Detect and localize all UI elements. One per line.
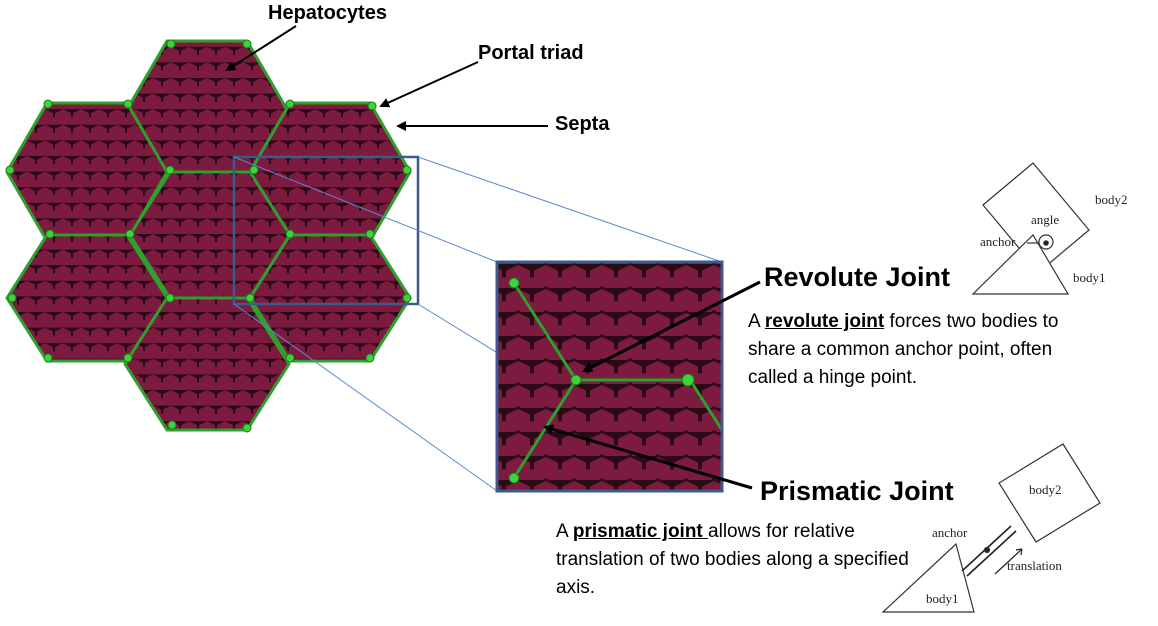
prismatic-body1-label: body1 xyxy=(926,591,959,606)
revolute-body1-label: body1 xyxy=(1073,270,1106,285)
hepatocytes-label: Hepatocytes xyxy=(268,2,387,24)
revolute-joint-description: A revolute joint forces two bodies to sh… xyxy=(748,308,1098,392)
prismatic-joint-title: Prismatic Joint xyxy=(760,476,954,506)
prismatic-desc-rest: allows for relative translation of two b… xyxy=(556,521,909,598)
prismatic-body2-label: body2 xyxy=(1029,482,1062,497)
revolute-body1-triangle xyxy=(971,234,1070,295)
revolute-desc-prefix: A xyxy=(748,311,765,332)
prismatic-sketch xyxy=(881,443,1101,613)
label-arrows xyxy=(225,25,761,490)
revolute-angle-label: angle xyxy=(1031,212,1059,227)
prismatic-desc-prefix: A xyxy=(556,521,573,542)
revolute-anchor-label: anchor xyxy=(980,234,1016,249)
prismatic-body1-triangle xyxy=(881,542,975,613)
revolute-desc-rest: forces two bodies to share a common anch… xyxy=(748,311,1059,388)
portal-triad-label: Portal triad xyxy=(478,42,584,64)
lobule-cluster xyxy=(5,39,412,432)
revolute-body2-label: body2 xyxy=(1095,192,1128,207)
prismatic-arrow xyxy=(543,424,753,490)
prismatic-anchor-label: anchor xyxy=(932,525,968,540)
prismatic-desc-keyword: prismatic joint xyxy=(572,521,709,542)
prismatic-joint-description: A prismatic joint allows for relative tr… xyxy=(556,518,911,602)
revolute-desc-keyword: revolute joint xyxy=(764,311,885,332)
zoomed-view xyxy=(495,260,724,493)
portal-triad-nodes xyxy=(5,39,412,433)
prismatic-translation-label: translation xyxy=(1007,558,1062,573)
revolute-joint-title: Revolute Joint xyxy=(764,262,951,292)
portal-triad-arrow xyxy=(379,61,479,108)
prismatic-body2-rect xyxy=(998,443,1101,543)
revolute-arrow xyxy=(582,280,761,373)
revolute-sketch xyxy=(971,162,1090,295)
septa-label: Septa xyxy=(555,113,610,135)
hepatocytes-arrow xyxy=(225,25,297,72)
